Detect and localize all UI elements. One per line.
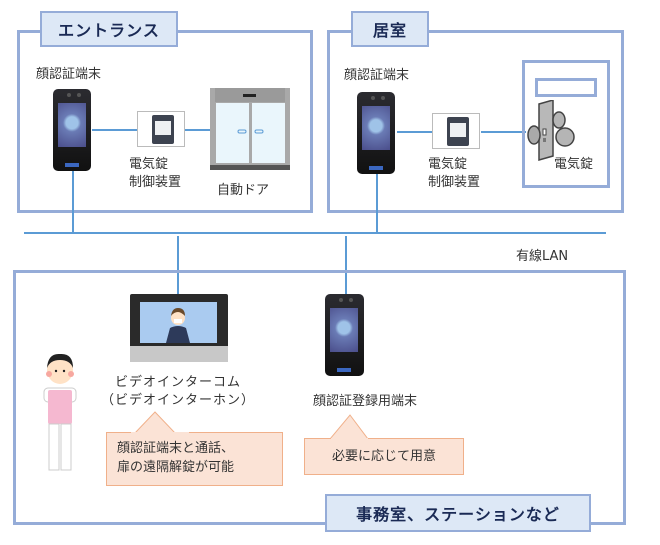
room-wire-2 xyxy=(481,131,526,133)
face-scan-screen xyxy=(330,308,358,352)
room-face-terminal xyxy=(357,92,395,174)
room-wire-1 xyxy=(397,131,433,133)
intercom-label: ビデオインターコム （ビデオインターホン） xyxy=(100,375,255,408)
entrance-terminal-label: 顔認証端末 xyxy=(36,67,102,82)
entrance-wire-1 xyxy=(92,129,138,131)
entrance-controller-label: 電気錠 制御装置 xyxy=(129,157,182,190)
office-section xyxy=(13,270,626,525)
office-title: 事務室、ステーションなど xyxy=(325,494,591,532)
entrance-lock-controller xyxy=(137,111,185,147)
lan-backbone xyxy=(24,232,606,234)
registration-face-terminal xyxy=(325,294,364,376)
registration-drop-wire xyxy=(345,236,347,296)
entrance-title: エントランス xyxy=(40,11,178,47)
lan-label: 有線LAN xyxy=(516,249,569,264)
room-drop-wire xyxy=(376,174,378,234)
room-title: 居室 xyxy=(351,11,429,47)
automatic-door-icon xyxy=(210,88,290,170)
staff-person-icon xyxy=(43,353,77,471)
electric-lock-panel xyxy=(522,60,610,188)
face-scan-screen xyxy=(362,106,390,150)
lock-plate xyxy=(535,78,597,97)
registration-callout: 必要に応じて用意 xyxy=(304,438,464,475)
intercom-drop-wire xyxy=(177,236,179,296)
intercom-callout: 顔認証端末と通話、 扉の遠隔解錠が可能 xyxy=(106,432,283,486)
room-terminal-label: 顔認証端末 xyxy=(344,68,410,83)
intercom-callout-pointer xyxy=(135,411,176,433)
room-controller-label: 電気錠 制御装置 xyxy=(428,157,481,190)
registration-terminal-label: 顔認証登録用端末 xyxy=(313,394,418,409)
registration-callout-pointer xyxy=(330,414,369,439)
electric-lock-icon xyxy=(527,100,575,161)
entrance-drop-wire xyxy=(72,171,74,234)
face-scan-screen xyxy=(58,103,86,147)
room-section xyxy=(327,30,624,213)
automatic-door-label: 自動ドア xyxy=(217,183,270,198)
entrance-wire-2 xyxy=(185,129,212,131)
video-intercom-icon xyxy=(130,294,228,362)
electric-lock-label: 電気錠 xyxy=(554,157,594,172)
room-lock-controller xyxy=(432,113,480,149)
entrance-face-terminal xyxy=(53,89,91,171)
